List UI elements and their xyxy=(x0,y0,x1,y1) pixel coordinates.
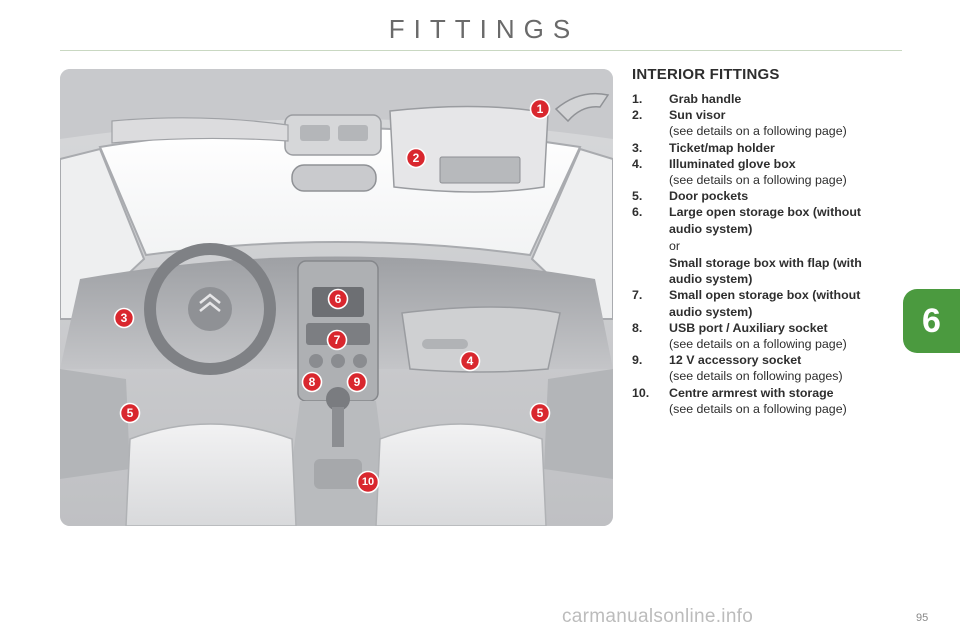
list-item: 8. USB port / Auxiliary socket (see deta… xyxy=(632,320,892,352)
title-divider xyxy=(60,50,902,51)
list-item: 1. Grab handle xyxy=(632,91,892,107)
item-number: 10. xyxy=(632,385,650,400)
item-number: 9. xyxy=(632,353,643,368)
item-label: Ticket/map holder xyxy=(669,140,775,155)
item-detail: (see details on a following page) xyxy=(669,124,847,139)
callout-10: 10 xyxy=(356,470,380,494)
item-label: 12 V accessory socket xyxy=(669,353,802,368)
item-label: Door pockets xyxy=(669,189,749,204)
svg-text:1: 1 xyxy=(537,102,544,116)
item-separator: or xyxy=(669,238,681,253)
svg-text:5: 5 xyxy=(127,406,134,420)
watermark: carmanualsonline.info xyxy=(562,606,754,627)
item-number: 3. xyxy=(632,140,643,155)
item-label: Illuminated glove box xyxy=(669,156,796,171)
callout-3: 3 xyxy=(113,307,135,329)
callout-6: 6 xyxy=(327,288,349,310)
item-label: Grab handle xyxy=(669,92,742,106)
svg-text:4: 4 xyxy=(467,354,474,368)
callout-5-right: 5 xyxy=(529,402,551,424)
chapter-tab: 6 xyxy=(903,289,960,353)
item-detail: (see details on a following page) xyxy=(669,173,847,188)
callout-8: 8 xyxy=(301,371,323,393)
svg-text:2: 2 xyxy=(413,151,420,165)
item-number: 6. xyxy=(632,205,643,220)
item-detail: (see details on a following page) xyxy=(669,401,847,416)
item-number: 4. xyxy=(632,156,643,171)
page-title: FITTINGS xyxy=(388,14,580,44)
list-item: 6. Large open storage box (without audio… xyxy=(632,204,892,287)
item-alt-label: Small storage box with flap (with audio … xyxy=(669,256,862,287)
list-item: 3. Ticket/map holder xyxy=(632,140,892,156)
fittings-list: 1. Grab handle 2. Sun visor (see details… xyxy=(632,91,892,417)
list-item: 9. 12 V accessory socket (see details on… xyxy=(632,352,892,384)
list-item: 10. Centre armrest with storage (see det… xyxy=(632,385,892,417)
chapter-number: 6 xyxy=(922,302,941,340)
list-item: 5. Door pockets xyxy=(632,188,892,204)
item-label: Centre armrest with storage xyxy=(669,385,834,400)
item-number: 1. xyxy=(632,92,643,106)
item-number: 8. xyxy=(632,320,643,335)
svg-text:5: 5 xyxy=(537,406,544,420)
callout-9: 9 xyxy=(346,371,368,393)
list-item: 4. Illuminated glove box (see details on… xyxy=(632,156,892,188)
interior-illustration: 1 2 3 4 5 5 6 7 8 9 10 xyxy=(60,69,613,526)
svg-text:6: 6 xyxy=(335,292,342,306)
svg-text:3: 3 xyxy=(121,311,128,325)
item-label: Small open storage box (without audio sy… xyxy=(669,288,861,319)
item-label: Sun visor xyxy=(669,108,726,123)
list-item: 2. Sun visor (see details on a following… xyxy=(632,107,892,139)
callout-4: 4 xyxy=(459,350,481,372)
item-number: 7. xyxy=(632,288,643,303)
svg-text:7: 7 xyxy=(334,333,341,347)
item-detail: (see details on following pages) xyxy=(669,369,843,384)
item-label: USB port / Auxiliary socket xyxy=(669,320,828,335)
svg-text:8: 8 xyxy=(309,375,316,389)
callout-2: 2 xyxy=(405,147,427,169)
item-detail: (see details on a following page) xyxy=(669,337,847,352)
section-heading: INTERIOR FITTINGS xyxy=(632,66,780,83)
item-label: Large open storage box (without audio sy… xyxy=(669,205,862,236)
callout-1: 1 xyxy=(529,98,551,120)
svg-text:10: 10 xyxy=(362,476,374,488)
item-number: 5. xyxy=(632,189,643,204)
callout-7: 7 xyxy=(326,329,348,351)
page-number: 95 xyxy=(916,612,929,624)
svg-text:9: 9 xyxy=(354,375,361,389)
callout-5-left: 5 xyxy=(119,402,141,424)
item-number: 2. xyxy=(632,108,643,123)
list-item: 7. Small open storage box (without audio… xyxy=(632,287,892,319)
